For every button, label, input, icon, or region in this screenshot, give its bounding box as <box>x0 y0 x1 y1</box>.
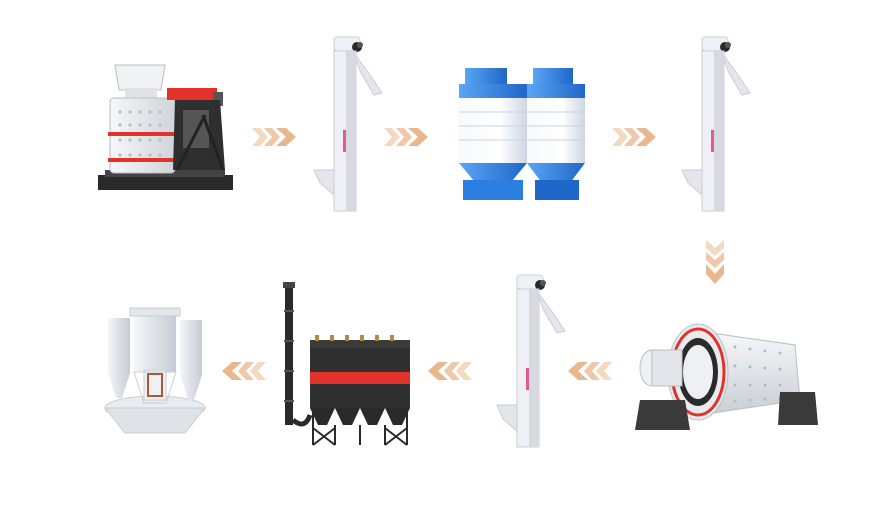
bucket-elevator-icon <box>680 35 755 215</box>
vertical-compound-crusher-icon <box>95 60 240 195</box>
bucket-elevator-icon <box>312 35 387 215</box>
flow-arrow-left <box>220 360 266 382</box>
storage-silo-icon <box>455 62 595 202</box>
flow-arrow-left <box>566 360 612 382</box>
bag-dust-collector-icon <box>275 280 415 450</box>
bucket-elevator-icon <box>495 273 570 453</box>
ball-mill-icon <box>630 300 820 440</box>
flow-arrow-right <box>384 126 430 148</box>
flow-arrow-right <box>612 126 658 148</box>
cyclone-separator-icon <box>100 307 210 438</box>
flow-arrow-right <box>252 126 298 148</box>
flow-arrow-left <box>426 360 472 382</box>
flow-arrow-down <box>704 240 726 286</box>
